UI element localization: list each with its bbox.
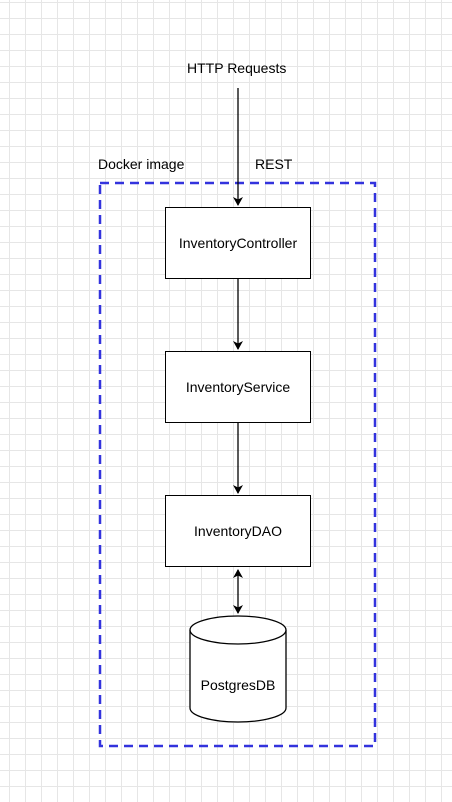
rest-label: REST: [255, 156, 293, 172]
inventory-service-node: InventoryService: [165, 351, 311, 423]
postgres-db-label: PostgresDB: [200, 677, 276, 693]
inventory-dao-node: InventoryDAO: [165, 495, 311, 567]
docker-image-label: Docker image: [98, 156, 185, 172]
http-requests-label: HTTP Requests: [187, 60, 287, 76]
database-cylinder-icon: [189, 615, 287, 723]
inventory-service-label: InventoryService: [185, 379, 291, 395]
inventory-controller-node: InventoryController: [165, 207, 311, 279]
inventory-dao-label: InventoryDAO: [194, 523, 282, 539]
inventory-controller-label: InventoryController: [178, 235, 298, 251]
